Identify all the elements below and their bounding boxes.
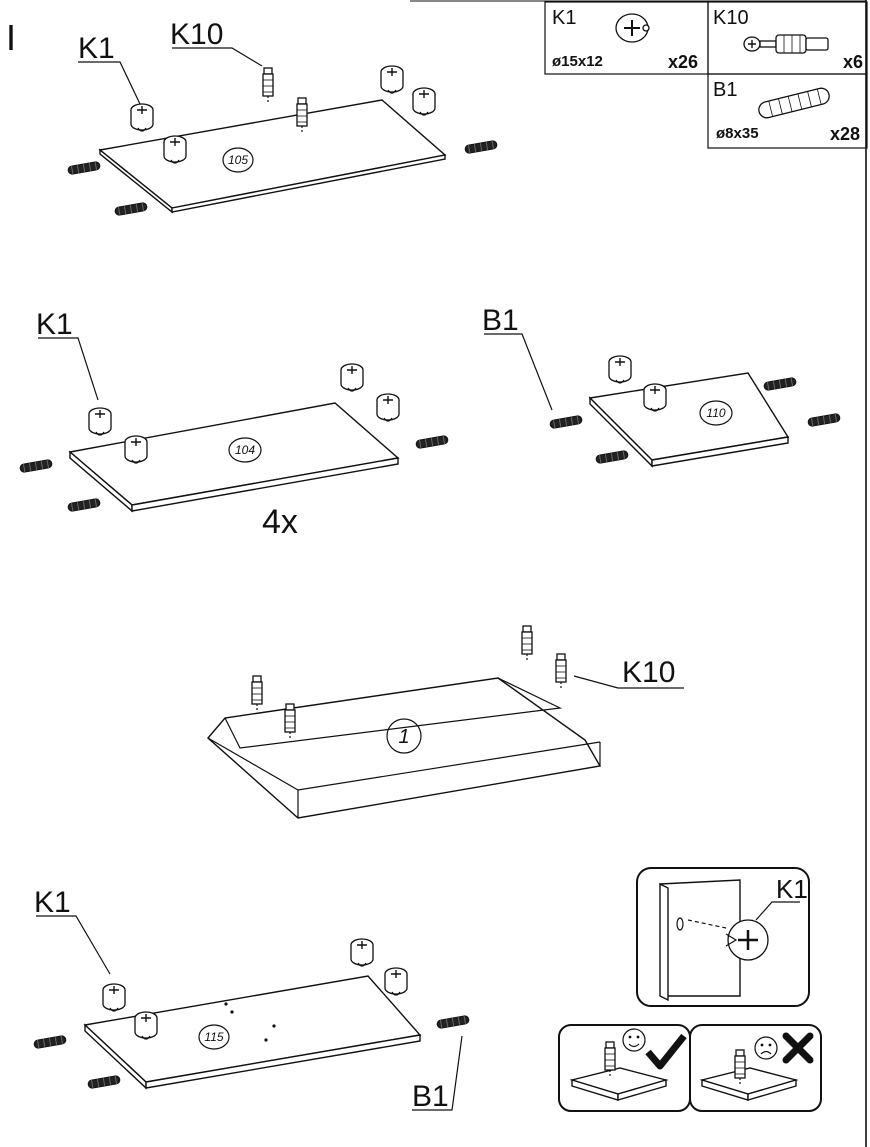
wrong-hint-box (689, 1024, 822, 1112)
panel-105-badge (222, 147, 254, 173)
correct-hint-box (558, 1024, 691, 1112)
panel-115-number: 115 (204, 1030, 223, 1044)
step4-drawing: 1 K10 (207, 625, 684, 819)
legend-k10-qty: x6 (843, 52, 863, 72)
panel-104-badge (228, 437, 262, 463)
step1-drawing: 105 K1 K10 (67, 18, 498, 217)
step-number: I (6, 17, 16, 58)
panel-1-badge (386, 718, 422, 754)
smiley-face-icon (622, 1028, 646, 1052)
panel-105-number: 105 (228, 153, 248, 167)
legend-b1-qty: x28 (830, 124, 860, 144)
step4-callout-k10: K10 (622, 656, 675, 689)
step2-multiplier: 4x (262, 503, 298, 541)
cam-bolt-icon (743, 34, 829, 54)
step3-callout-b1: B1 (482, 304, 519, 337)
cam-lock-icon (615, 13, 650, 43)
panel-104-number: 104 (235, 443, 255, 457)
panel-110-number: 110 (706, 406, 725, 420)
panel-110-badge (699, 400, 733, 426)
cross-mark-icon (782, 1032, 814, 1064)
sad-face-icon (754, 1036, 778, 1060)
step5-callout-b1: B1 (412, 1080, 449, 1113)
legend-k10-code: K10 (713, 7, 749, 29)
cam-insertion-detail: K1 (636, 867, 810, 1007)
step2-drawing: 104 K1 4x (19, 308, 449, 541)
legend-k1-qty: x26 (668, 52, 698, 72)
check-mark-icon (645, 1033, 687, 1070)
panel-115-badge (198, 1024, 230, 1050)
step5-drawing: 115 K1 B1 (33, 886, 470, 1113)
step1-callout-k10: K10 (170, 18, 223, 51)
legend-k1-size: ø15x12 (552, 53, 603, 70)
detail-callout-k1: K1 (776, 874, 808, 904)
panel-1-number: 1 (398, 726, 409, 748)
step1-callout-k1: K1 (78, 32, 115, 65)
step2-callout-k1: K1 (36, 308, 73, 341)
legend-b1-size: ø8x35 (716, 125, 759, 142)
parts-legend: K1 ø15x12 x26 K10 x6 B1 (544, 1, 868, 149)
legend-b1-code: B1 (713, 79, 737, 101)
step5-callout-k1: K1 (34, 886, 71, 919)
step3-drawing: 110 B1 (482, 304, 841, 468)
legend-k1-code: K1 (552, 7, 576, 29)
wooden-dowel-icon (758, 87, 830, 119)
